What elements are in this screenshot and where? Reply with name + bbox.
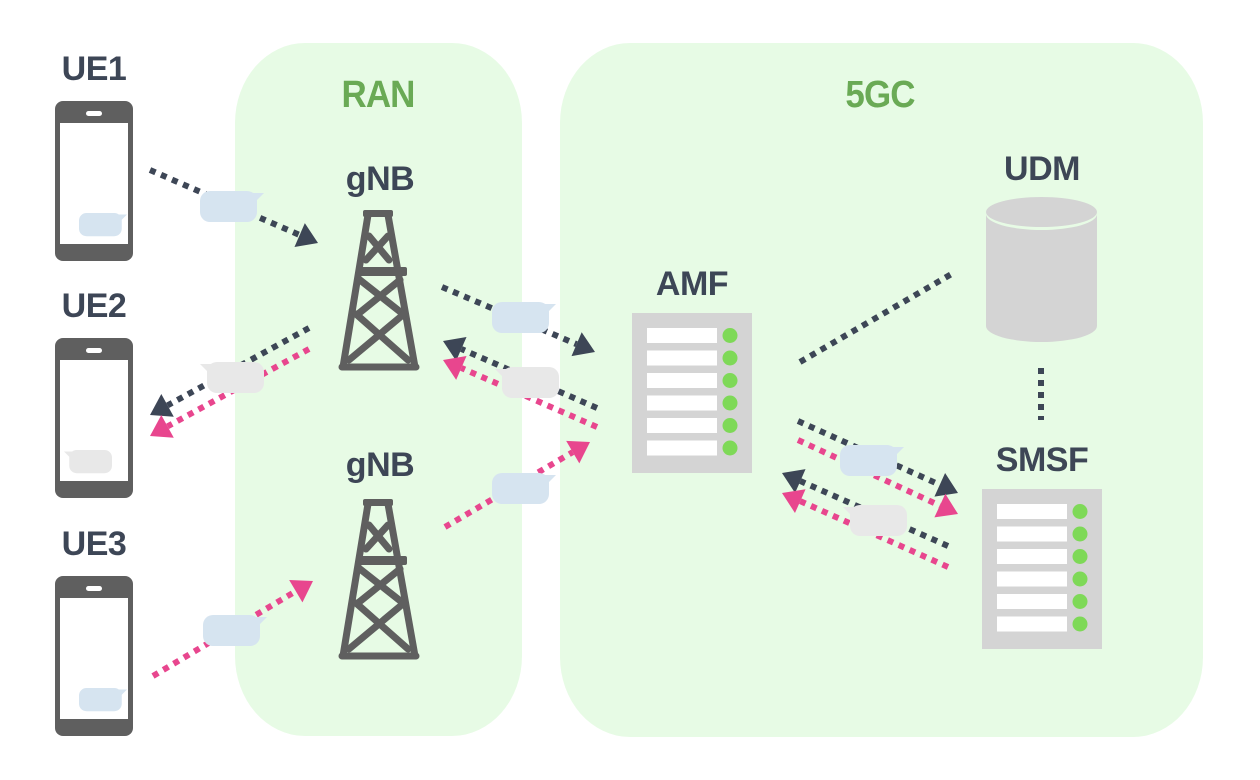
ue1-to-gnb1-flow — [148, 167, 318, 247]
gnb1-to-ue2-dark-message-bubble-icon — [200, 362, 264, 393]
smsf-to-amf-dark-flow — [782, 469, 950, 549]
ue1-phone-icon — [55, 101, 133, 261]
ue1-message-bubble-icon — [79, 213, 127, 237]
amf-to-smsf-pink-flow — [796, 437, 958, 518]
gnb2-to-amf-arrowhead-icon — [566, 440, 590, 464]
ue2-message-bubble-icon — [64, 450, 112, 474]
gnb1-tower-icon — [342, 210, 416, 367]
gnb2-label: gNB — [345, 446, 415, 484]
amf-to-smsf-dark-arrowhead-icon — [934, 472, 958, 497]
ue2-label: UE2 — [61, 287, 127, 325]
amf-label: AMF — [655, 265, 729, 303]
ue2-phone-icon — [55, 338, 133, 498]
status-led-icon — [1072, 594, 1088, 609]
udm-label: UDM — [1004, 150, 1080, 188]
server-slot — [997, 571, 1067, 587]
status-led-icon — [722, 440, 738, 456]
server-slot — [647, 440, 717, 456]
status-led-icon — [1072, 616, 1088, 632]
ue3-to-gnb2-flow — [151, 580, 313, 679]
server-slot — [997, 594, 1067, 609]
ue1-label: UE1 — [61, 50, 127, 88]
server-slot — [997, 616, 1067, 632]
status-led-icon — [722, 328, 738, 343]
smsf-server-icon — [982, 489, 1102, 649]
ue3-phone-icon — [55, 576, 133, 736]
status-led-icon — [722, 373, 738, 388]
smsf-to-amf-pink-arrowhead-icon — [782, 489, 806, 514]
status-led-icon — [1072, 526, 1088, 542]
server-slot — [997, 504, 1067, 519]
gnb2-to-amf-message-bubble-icon — [492, 473, 556, 504]
gnb1-to-amf-message-bubble-icon — [492, 302, 556, 333]
gnb2-tower-icon — [342, 499, 416, 656]
ue3-to-gnb2-arrowhead-icon — [289, 580, 313, 603]
ue3-message-bubble-icon — [79, 688, 127, 712]
smsf-to-amf-dark-line — [799, 478, 950, 549]
gnb1-to-ue2-pink-arrowhead-icon — [150, 414, 174, 438]
udm-database-icon — [986, 197, 1097, 342]
server-slot — [647, 350, 717, 366]
amf-to-smsf-dark-message-bubble-icon — [840, 445, 904, 476]
status-led-icon — [722, 350, 738, 366]
amf-to-smsf-pink-arrowhead-icon — [934, 493, 958, 518]
amf-udm-link-line — [798, 269, 957, 365]
status-led-icon — [722, 418, 738, 433]
amf-server-icon — [632, 313, 752, 473]
ue3-to-gnb2-message-bubble-icon — [203, 615, 267, 646]
amf-udm-link-flow — [798, 269, 957, 365]
status-led-icon — [1072, 549, 1088, 564]
smsf-to-amf-dark-message-bubble-icon — [843, 505, 907, 536]
gnb1-to-ue2-dark-arrowhead-icon — [150, 393, 174, 417]
ran-label: RAN — [341, 74, 416, 116]
status-led-icon — [1072, 504, 1088, 519]
status-led-icon — [1072, 571, 1088, 587]
gnb1-label: gNB — [345, 160, 415, 198]
status-led-icon — [722, 395, 738, 411]
gnb1-to-ue2-pink-flow — [150, 346, 311, 438]
ue1-to-gnb1-message-bubble-icon — [200, 191, 264, 222]
smsf-to-amf-pink-flow — [782, 489, 950, 570]
ue1-to-gnb1-line — [148, 167, 301, 238]
server-slot — [647, 373, 717, 388]
gnb1-to-amf-arrowhead-icon — [571, 332, 595, 357]
server-slot — [647, 418, 717, 433]
amf-to-smsf-pink-line — [796, 437, 942, 509]
server-slot — [997, 549, 1067, 564]
core-label: 5GC — [845, 74, 915, 116]
smsf-to-amf-pink-line — [799, 498, 950, 570]
ue1-to-gnb1-arrowhead-icon — [294, 223, 318, 247]
gnb1-to-ue2-dark-flow — [150, 325, 311, 417]
smsf-label: SMSF — [995, 441, 1089, 479]
amf-to-gnb1-dark-arrowhead-icon — [443, 337, 467, 361]
amf-to-gnb1-pink-arrowhead-icon — [443, 356, 467, 380]
gnb1-to-ue2-pink-line — [166, 346, 311, 430]
amf-to-gnb1-dark-message-bubble-icon — [495, 367, 559, 398]
gnb1-to-ue2-dark-line — [166, 325, 311, 409]
server-slot — [647, 328, 717, 343]
ue3-to-gnb2-line — [151, 588, 298, 679]
server-slot — [997, 526, 1067, 542]
ue3-label: UE3 — [61, 525, 127, 563]
server-slot — [647, 395, 717, 411]
smsf-to-amf-dark-arrowhead-icon — [782, 469, 806, 493]
